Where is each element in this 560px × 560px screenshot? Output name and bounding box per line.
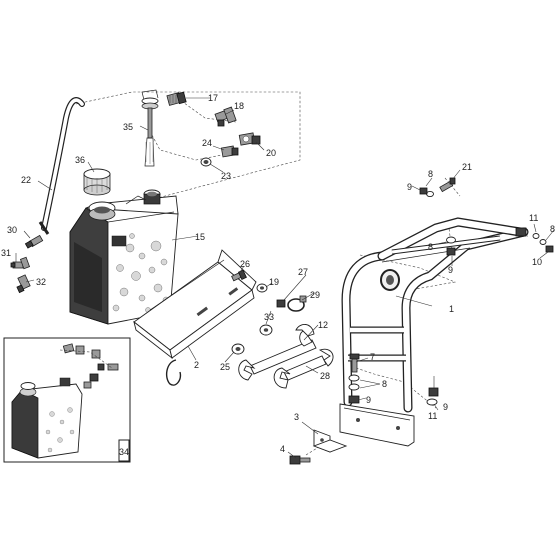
callout-8-mid: 8: [428, 242, 433, 252]
nut-27: [276, 299, 286, 308]
callout-17: 17: [208, 93, 218, 103]
handle-frame-1: [339, 217, 529, 447]
callout-labels: 1 2 3 4 7 8 9 9 11 8 9 8 9 21 11 8 10 15…: [1, 93, 555, 457]
washer-25: [231, 343, 245, 355]
fitting-31: [10, 256, 31, 270]
nut-9-lower: [348, 395, 360, 404]
fitting-24: [220, 145, 239, 158]
tank-tray-2: [133, 249, 257, 386]
callout-33: 33: [264, 312, 274, 322]
callout-18: 18: [234, 101, 244, 111]
hose-22: [38, 97, 85, 235]
callout-30: 30: [7, 225, 17, 235]
nut-9-top: [419, 187, 428, 195]
callout-15: 15: [195, 232, 205, 242]
callout-11-right: 11: [428, 411, 437, 421]
washer-8-far: [539, 239, 547, 245]
tank-cap-36: [83, 168, 111, 196]
leader-lines: [15, 97, 555, 459]
callout-9-lower: 9: [366, 395, 371, 405]
bolt-7: [349, 353, 360, 373]
washer-8-lower-b: [348, 383, 360, 391]
callout-8-lower: 8: [382, 379, 387, 389]
fitting-32: [16, 274, 31, 294]
callout-24: 24: [202, 138, 212, 148]
hose-clamp-29: [287, 295, 307, 312]
inset-panel-34: [3, 337, 131, 463]
callout-8-far: 8: [550, 224, 555, 234]
pickup-filter-35: [141, 89, 159, 167]
callout-11-far: 11: [529, 213, 538, 223]
bolt-4: [289, 455, 311, 465]
bracket-3: [312, 429, 348, 453]
callout-28: 28: [320, 371, 330, 381]
bolt-21: [439, 177, 456, 193]
nut-9-mid: [446, 247, 456, 256]
washer-19: [256, 283, 268, 293]
callout-34: 34: [119, 447, 129, 457]
callout-23: 23: [221, 171, 231, 181]
callout-26: 26: [240, 259, 250, 269]
callout-21: 21: [462, 162, 472, 172]
callout-31: 31: [1, 248, 11, 258]
callout-3: 3: [294, 412, 299, 422]
washer-8-top: [426, 190, 434, 198]
nut-10-far: [545, 245, 554, 253]
fitting-20: [238, 132, 261, 146]
callout-2: 2: [194, 360, 199, 370]
callout-12: 12: [318, 320, 328, 330]
callout-8-top: 8: [428, 169, 433, 179]
callout-36: 36: [75, 155, 85, 165]
callout-7: 7: [370, 352, 375, 362]
callout-35: 35: [123, 122, 133, 132]
callout-9-right: 9: [443, 402, 448, 412]
water-tank-15: [69, 189, 179, 325]
callout-25: 25: [220, 362, 230, 372]
callout-22: 22: [21, 175, 31, 185]
spanner-12: [238, 324, 317, 381]
callout-19: 19: [269, 277, 279, 287]
fitting-30: [24, 234, 44, 249]
callout-1: 1: [449, 304, 454, 314]
washer-8-lower-a: [348, 374, 360, 382]
callout-32: 32: [36, 277, 46, 287]
callout-27: 27: [298, 267, 308, 277]
fitting-17: [166, 91, 187, 106]
callout-9-top: 9: [407, 182, 412, 192]
callout-20: 20: [266, 148, 276, 158]
nut-33: [259, 324, 273, 336]
spanner-28: [273, 348, 334, 389]
callout-10: 10: [532, 257, 542, 267]
nut-9-right: [428, 387, 439, 397]
callout-9-mid: 9: [448, 265, 453, 275]
washer-23: [200, 157, 212, 167]
callout-29: 29: [310, 290, 320, 300]
washer-11-right: [426, 398, 438, 406]
callout-4: 4: [280, 444, 285, 454]
washer-8-mid: [446, 236, 456, 244]
washer-11-far: [532, 233, 540, 239]
fitting-18: [214, 106, 237, 127]
